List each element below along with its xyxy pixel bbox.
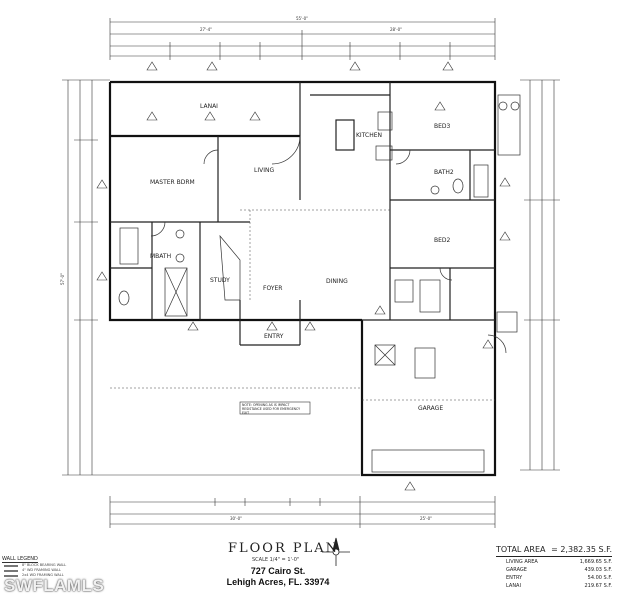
area-row-value: 1,669.65 S.F. bbox=[579, 559, 612, 565]
room-label-living: LIVING bbox=[254, 167, 274, 174]
left-width-dimension: 27'-4" bbox=[200, 27, 212, 32]
area-row-value: 54.00 S.F. bbox=[587, 575, 612, 581]
room-label-bath2: BATH2 bbox=[434, 169, 454, 176]
right-dimension-lines bbox=[520, 79, 560, 471]
wall-legend-title: WALL LEGEND bbox=[2, 556, 38, 563]
bottom-dimension-lines bbox=[109, 496, 496, 528]
area-row-label: GARAGE bbox=[506, 567, 527, 573]
area-total-row: TOTAL AREA = 2,382.35 S.F. bbox=[496, 545, 612, 557]
dashed-lines bbox=[110, 209, 495, 401]
top-dimension-lines bbox=[109, 18, 496, 60]
area-row-label: ENTRY bbox=[506, 575, 523, 581]
room-label-mbath: MBATH bbox=[150, 253, 171, 260]
area-row-value: 219.67 S.F. bbox=[584, 583, 612, 589]
property-address: 727 Cairo St. Lehigh Acres, FL. 33974 bbox=[218, 566, 338, 588]
area-row-value: 439.03 S.F. bbox=[584, 567, 612, 573]
wall-legend-item: 4" WD FRAMING WALL bbox=[2, 568, 112, 573]
bottom-left-dimension: 30'-0" bbox=[230, 516, 242, 521]
room-label-bed3: BED3 bbox=[434, 123, 451, 130]
right-width-dimension: 28'-0" bbox=[390, 27, 402, 32]
room-label-entry: ENTRY bbox=[264, 333, 284, 340]
plan-title: FLOOR PLAN bbox=[228, 541, 340, 556]
overall-width-dimension: 55'-0" bbox=[296, 16, 308, 21]
mls-watermark: SWFLAMLS bbox=[4, 576, 105, 595]
room-label-foyer: FOYER bbox=[263, 285, 282, 292]
depth-dimension: 57'-0" bbox=[60, 273, 65, 285]
plan-scale: SCALE 1/4" = 1'-0" bbox=[252, 557, 300, 563]
area-row-label: LANAI bbox=[506, 583, 521, 589]
window-note: NOTE: OPENING AS IS IMPACT RESISTANCE US… bbox=[242, 403, 300, 415]
wall-legend-item: 2x4 WD FRAMING WALL bbox=[2, 573, 112, 578]
room-label-garage: GARAGE bbox=[418, 405, 443, 412]
wall-legend-item: 8" BLOCK BEARING WALL bbox=[2, 563, 112, 568]
room-label-dining: DINING bbox=[326, 278, 348, 285]
area-row: LIVING AREA 1,669.65 S.F. bbox=[496, 558, 612, 566]
area-row: ENTRY 54.00 S.F. bbox=[496, 574, 612, 582]
window-note-box bbox=[239, 401, 311, 415]
north-arrow-icon bbox=[322, 537, 350, 566]
room-label-lanai: LANAI bbox=[200, 103, 218, 110]
area-row-label: LIVING AREA bbox=[506, 559, 538, 565]
room-label-study: STUDY bbox=[210, 277, 230, 284]
room-label-kitchen: KITCHEN bbox=[356, 132, 382, 139]
room-label-bed2: BED2 bbox=[434, 237, 451, 244]
area-total-label: TOTAL AREA bbox=[496, 545, 546, 554]
address-street: 727 Cairo St. bbox=[250, 566, 306, 576]
area-row: GARAGE 439.03 S.F. bbox=[496, 566, 612, 574]
exterior-walls bbox=[108, 80, 497, 477]
room-label-master: MASTER BDRM bbox=[150, 179, 195, 186]
fixtures bbox=[118, 94, 521, 473]
address-city: Lehigh Acres, FL. 33974 bbox=[226, 577, 330, 587]
window-tags bbox=[96, 61, 511, 491]
area-summary: TOTAL AREA = 2,382.35 S.F. LIVING AREA 1… bbox=[496, 545, 612, 590]
bottom-right-dimension: 25'-0" bbox=[420, 516, 432, 521]
left-dimension-lines bbox=[62, 79, 360, 476]
interior-walls bbox=[110, 82, 495, 346]
area-row: LANAI 219.67 S.F. bbox=[496, 582, 612, 590]
wall-legend: WALL LEGEND 8" BLOCK BEARING WALL 4" WD … bbox=[2, 556, 112, 578]
area-total-value: = 2,382.35 S.F. bbox=[551, 545, 612, 554]
